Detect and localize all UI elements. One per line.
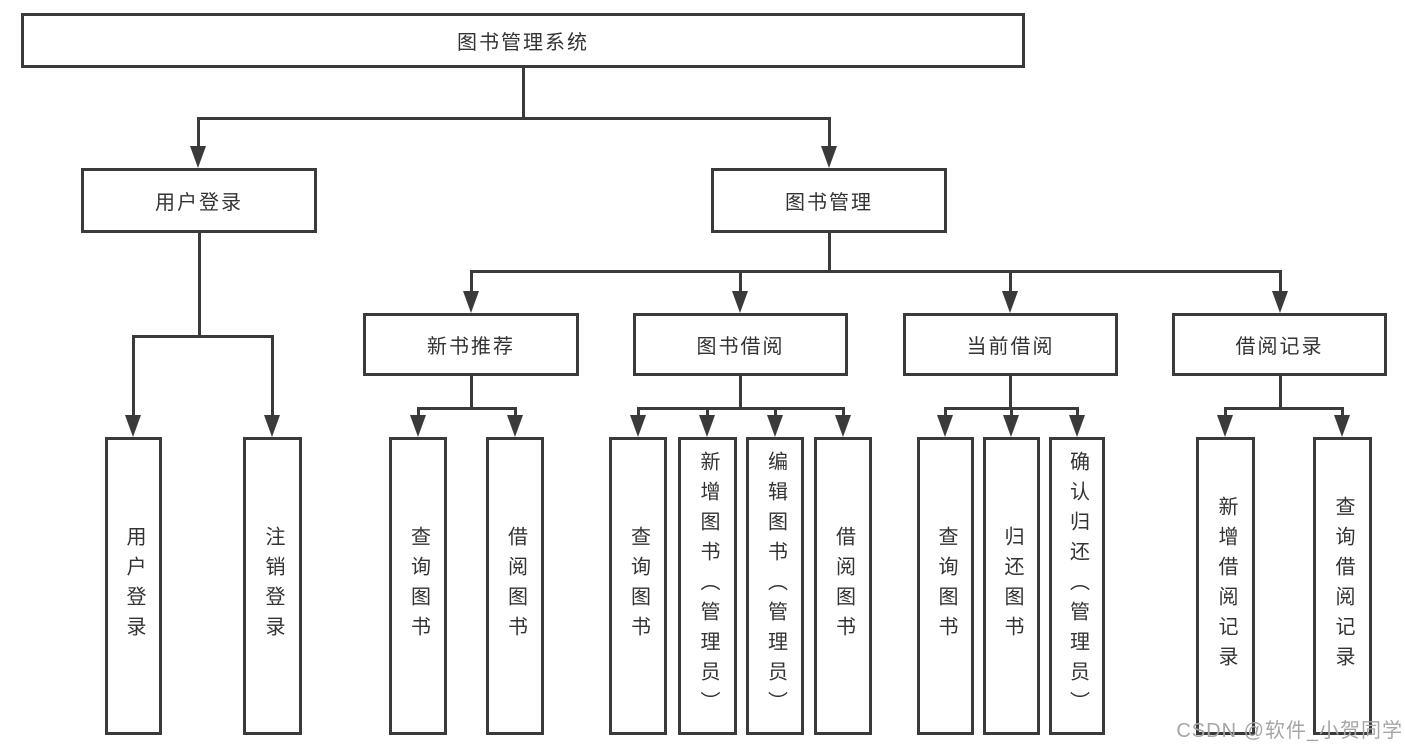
connector-line	[417, 407, 517, 410]
connector-line	[1010, 407, 1013, 418]
node-current-borrowing: 当前借阅	[903, 313, 1118, 376]
leaf-query-books-current: 查询图书	[917, 437, 974, 735]
arrowhead-down-icon	[835, 415, 851, 437]
leaf-query-books-newbook: 查询图书	[389, 437, 447, 735]
node-borrowing-records: 借阅记录	[1172, 313, 1387, 376]
connector-line	[470, 270, 1281, 273]
connector-line	[1279, 376, 1282, 408]
connector-line	[637, 407, 844, 410]
node-label: 编辑图书（管理员）	[764, 451, 787, 721]
connector-line	[470, 270, 473, 293]
arrowhead-down-icon	[125, 415, 141, 437]
connector-line	[637, 407, 640, 418]
arrowhead-down-icon	[190, 146, 206, 168]
arrowhead-down-icon	[463, 291, 479, 313]
node-library-management-system: 图书管理系统	[21, 13, 1025, 68]
connector-line	[1341, 407, 1344, 418]
leaf-logout: 注销登录	[243, 437, 302, 735]
connector-line	[739, 270, 742, 293]
arrowhead-down-icon	[1334, 415, 1350, 437]
node-label: 查询借阅记录	[1332, 496, 1354, 676]
node-label: 图书管理	[785, 192, 873, 214]
connector-line	[1076, 407, 1079, 418]
connector-line	[1224, 407, 1343, 410]
leaf-query-books-borrowing: 查询图书	[609, 437, 667, 735]
node-label: 借阅记录	[1235, 336, 1324, 358]
connector-line	[1009, 376, 1012, 408]
node-label: 用户登录	[155, 192, 243, 214]
leaf-borrow-books-newbook: 借阅图书	[486, 437, 544, 735]
leaf-confirm-return-admin: 确认归还（管理员）	[1049, 437, 1105, 735]
node-label: 归还图书	[1001, 526, 1023, 646]
node-label: 查询图书	[627, 526, 650, 646]
node-user-login-module: 用户登录	[81, 168, 317, 233]
connector-line	[1009, 270, 1012, 293]
connector-line	[842, 407, 845, 418]
node-label: 当前借阅	[966, 336, 1055, 358]
arrowhead-down-icon	[630, 415, 646, 437]
connector-line	[132, 335, 274, 338]
connector-line	[417, 407, 420, 418]
connector-line	[1224, 407, 1227, 418]
leaf-edit-books-admin: 编辑图书（管理员）	[746, 437, 804, 735]
node-new-book-recommendation: 新书推荐	[363, 313, 579, 376]
arrowhead-down-icon	[821, 146, 837, 168]
connector-line	[774, 407, 777, 418]
node-label: 借阅图书	[832, 526, 855, 646]
node-label: 查询图书	[407, 526, 430, 646]
node-label: 查询图书	[935, 526, 957, 646]
leaf-add-books-admin: 新增图书（管理员）	[678, 437, 737, 735]
node-label: 注销登录	[262, 526, 284, 646]
node-label: 用户登录	[123, 526, 145, 646]
leaf-return-books: 归还图书	[983, 437, 1040, 735]
leaf-query-borrow-record: 查询借阅记录	[1313, 437, 1372, 735]
connector-line	[739, 376, 742, 408]
arrowhead-down-icon	[264, 415, 280, 437]
arrowhead-down-icon	[1003, 415, 1019, 437]
node-label: 新书推荐	[427, 336, 515, 358]
arrowhead-down-icon	[1217, 415, 1233, 437]
node-book-management-module: 图书管理	[711, 168, 947, 233]
leaf-borrow-books-borrowing: 借阅图书	[814, 437, 872, 735]
connector-line	[522, 68, 525, 117]
connector-line	[706, 407, 709, 418]
connector-line	[944, 407, 947, 418]
csdn-watermark: CSDN @软件_小贺同学	[1176, 720, 1403, 742]
arrowhead-down-icon	[937, 415, 953, 437]
arrowhead-down-icon	[507, 415, 523, 437]
leaf-user-login: 用户登录	[105, 437, 162, 735]
node-label: 借阅图书	[504, 526, 527, 646]
arrowhead-down-icon	[732, 291, 748, 313]
connector-line	[828, 117, 831, 147]
node-label: 新增借阅记录	[1215, 496, 1237, 676]
node-label: 新增图书（管理员）	[697, 451, 719, 721]
connector-line	[1279, 270, 1282, 293]
leaf-add-borrow-record: 新增借阅记录	[1196, 437, 1255, 735]
node-book-borrowing: 图书借阅	[633, 313, 848, 376]
arrowhead-down-icon	[1069, 415, 1085, 437]
connector-line	[198, 233, 201, 336]
connector-line	[197, 117, 200, 147]
arrowhead-down-icon	[1002, 291, 1018, 313]
connector-line	[197, 117, 830, 120]
arrowhead-down-icon	[1272, 291, 1288, 313]
connector-line	[514, 407, 517, 418]
node-label: 确认归还（管理员）	[1066, 451, 1089, 721]
arrowhead-down-icon	[767, 415, 783, 437]
node-label: 图书管理系统	[457, 32, 589, 54]
connector-line	[828, 233, 831, 271]
connector-line	[132, 335, 135, 417]
node-label: 图书借阅	[696, 336, 785, 358]
connector-line	[271, 335, 274, 417]
arrowhead-down-icon	[699, 415, 715, 437]
connector-line	[470, 376, 473, 408]
arrowhead-down-icon	[410, 415, 426, 437]
